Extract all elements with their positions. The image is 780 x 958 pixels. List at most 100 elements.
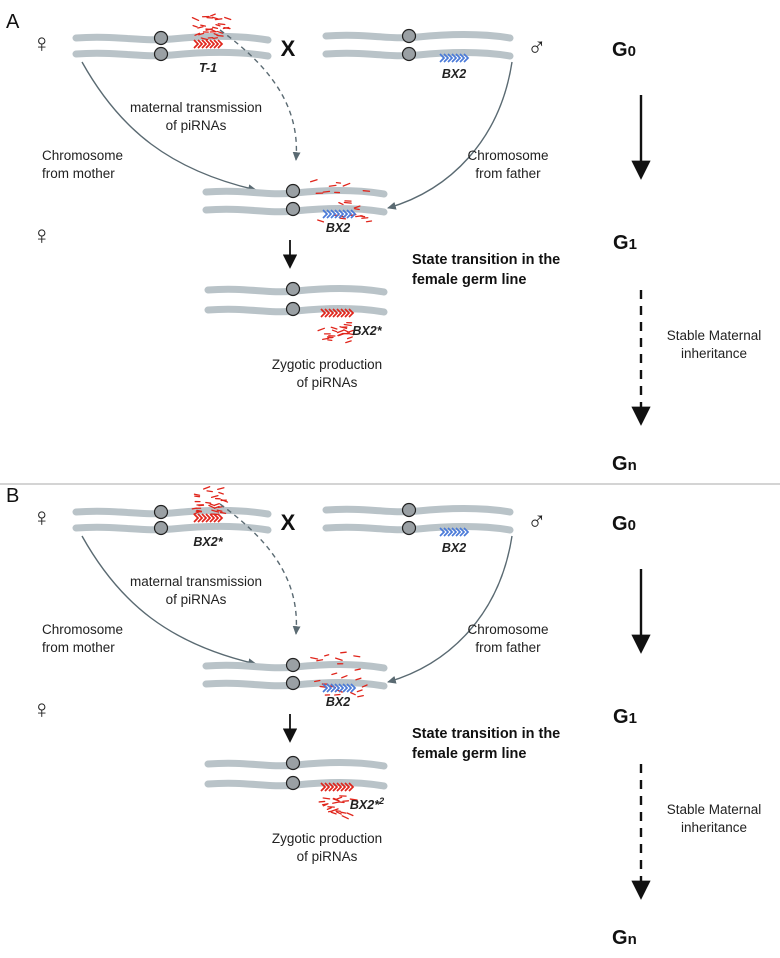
chevron-mark bbox=[217, 39, 224, 49]
chevron-mark bbox=[320, 782, 327, 792]
chevron-mark bbox=[205, 39, 212, 49]
pirna-dash bbox=[330, 811, 337, 815]
hybrid-gene-mark bbox=[322, 209, 357, 219]
pirna-dash bbox=[361, 217, 369, 219]
pirna-dash bbox=[346, 812, 354, 817]
chevron-mark bbox=[217, 513, 224, 523]
pirna-dash bbox=[206, 490, 213, 493]
pirna-dash bbox=[326, 336, 333, 339]
pirna-dash bbox=[335, 796, 343, 800]
chevron-mark bbox=[451, 53, 458, 63]
zygotic-production-label-line-2: of piRNAs bbox=[297, 375, 358, 390]
pirna-dash bbox=[194, 32, 201, 36]
pirna-dash bbox=[335, 811, 342, 815]
chevron-mark bbox=[459, 53, 466, 63]
pirna-dash bbox=[209, 503, 216, 507]
pirna-dash bbox=[318, 800, 326, 803]
pirna-dash bbox=[332, 801, 341, 804]
pirna-dash bbox=[336, 329, 344, 334]
pirna-dash bbox=[341, 675, 348, 679]
pirna-dash bbox=[216, 509, 223, 512]
chevron-mark bbox=[213, 39, 220, 49]
centromere bbox=[285, 281, 301, 297]
pirna-dash bbox=[354, 208, 360, 211]
centromere bbox=[285, 675, 301, 691]
chevron-mark bbox=[463, 53, 470, 63]
pirna-dash bbox=[208, 504, 216, 509]
chevron-mark bbox=[334, 209, 341, 219]
pirna-dash bbox=[343, 201, 352, 204]
female-symbol-g0: ♀ bbox=[32, 502, 52, 532]
pirna-dash bbox=[340, 651, 347, 654]
hybrid-gene-mark bbox=[322, 683, 357, 693]
chevron-mark bbox=[209, 513, 216, 523]
converted-gene-label: BX2*2 bbox=[350, 796, 384, 812]
chevron-mark bbox=[328, 308, 335, 318]
pirna-cloud-maternal bbox=[191, 13, 232, 41]
pirna-dash bbox=[214, 502, 220, 506]
chevron-mark bbox=[350, 683, 357, 693]
pirna-dash bbox=[355, 215, 363, 218]
pirna-dash bbox=[220, 499, 229, 503]
generation-gn: Gn bbox=[612, 927, 637, 949]
chromosome-from-father-label-line-2: from father bbox=[475, 166, 541, 181]
chevron-mark bbox=[336, 782, 343, 792]
pirna-dash bbox=[334, 657, 343, 661]
chevron-mark bbox=[326, 209, 333, 219]
converted-gene-mark bbox=[320, 782, 355, 792]
chevron-mark bbox=[338, 209, 345, 219]
pirna-dash bbox=[200, 37, 209, 41]
maternal-gene-mark bbox=[193, 39, 224, 49]
paternal-chromosome-top bbox=[322, 31, 514, 42]
pirna-dash bbox=[317, 327, 325, 332]
chevron-mark bbox=[455, 527, 462, 537]
maternal-chromosome-top bbox=[72, 33, 272, 44]
chevron-mark bbox=[342, 683, 349, 693]
chevron-mark bbox=[197, 39, 204, 49]
chevron-mark bbox=[439, 53, 446, 63]
chevron-mark bbox=[328, 782, 335, 792]
maternal-transmission-arrow bbox=[219, 29, 301, 161]
chevron-mark bbox=[197, 513, 204, 523]
converted-gene-label: BX2* bbox=[352, 324, 382, 338]
centromere bbox=[153, 30, 169, 46]
maternal-gene-label: T-1 bbox=[199, 61, 217, 75]
chevron-mark bbox=[324, 782, 331, 792]
pirna-dash bbox=[215, 24, 221, 27]
chevron-mark bbox=[322, 683, 329, 693]
pirna-dash bbox=[198, 32, 205, 36]
pirna-dash bbox=[212, 37, 218, 40]
chevron-mark bbox=[459, 527, 466, 537]
mother-chromosome-arrow bbox=[81, 535, 257, 667]
maternal-gene-label: BX2* bbox=[193, 535, 223, 549]
hybrid-gene-label: BX2 bbox=[326, 221, 350, 235]
pirna-dash bbox=[345, 340, 352, 344]
pirna-dash bbox=[343, 323, 352, 327]
pirna-dash bbox=[216, 30, 224, 34]
pirna-dash bbox=[328, 184, 337, 187]
chevron-mark bbox=[213, 513, 220, 523]
chevron-mark bbox=[340, 308, 347, 318]
chromosome-from-father-label-line-1: Chromosome bbox=[467, 622, 548, 637]
generation-g1: G1 bbox=[613, 706, 637, 728]
chevron-mark bbox=[209, 39, 216, 49]
chevron-mark bbox=[350, 209, 357, 219]
pirna-dash bbox=[217, 23, 226, 26]
pirna-dash bbox=[191, 507, 198, 510]
cross-symbol: X bbox=[281, 36, 296, 61]
maternal-transmission-arrow bbox=[219, 503, 301, 635]
pirna-dash bbox=[327, 810, 334, 813]
pirna-dash bbox=[316, 659, 324, 662]
chevron-mark bbox=[201, 513, 208, 523]
pirna-dash bbox=[346, 332, 355, 336]
maternal-gene-mark bbox=[193, 513, 224, 523]
generation-g1: G1 bbox=[613, 232, 637, 254]
pirna-dash bbox=[200, 24, 207, 27]
generation-gn: Gn bbox=[612, 453, 637, 475]
chevron-mark bbox=[447, 53, 454, 63]
female-symbol-g0: ♀ bbox=[32, 28, 52, 58]
father-chromosome-arrow bbox=[387, 535, 513, 684]
paternal-chromosome-bottom bbox=[322, 49, 514, 60]
chevron-mark bbox=[324, 308, 331, 318]
chevron-mark bbox=[346, 209, 353, 219]
